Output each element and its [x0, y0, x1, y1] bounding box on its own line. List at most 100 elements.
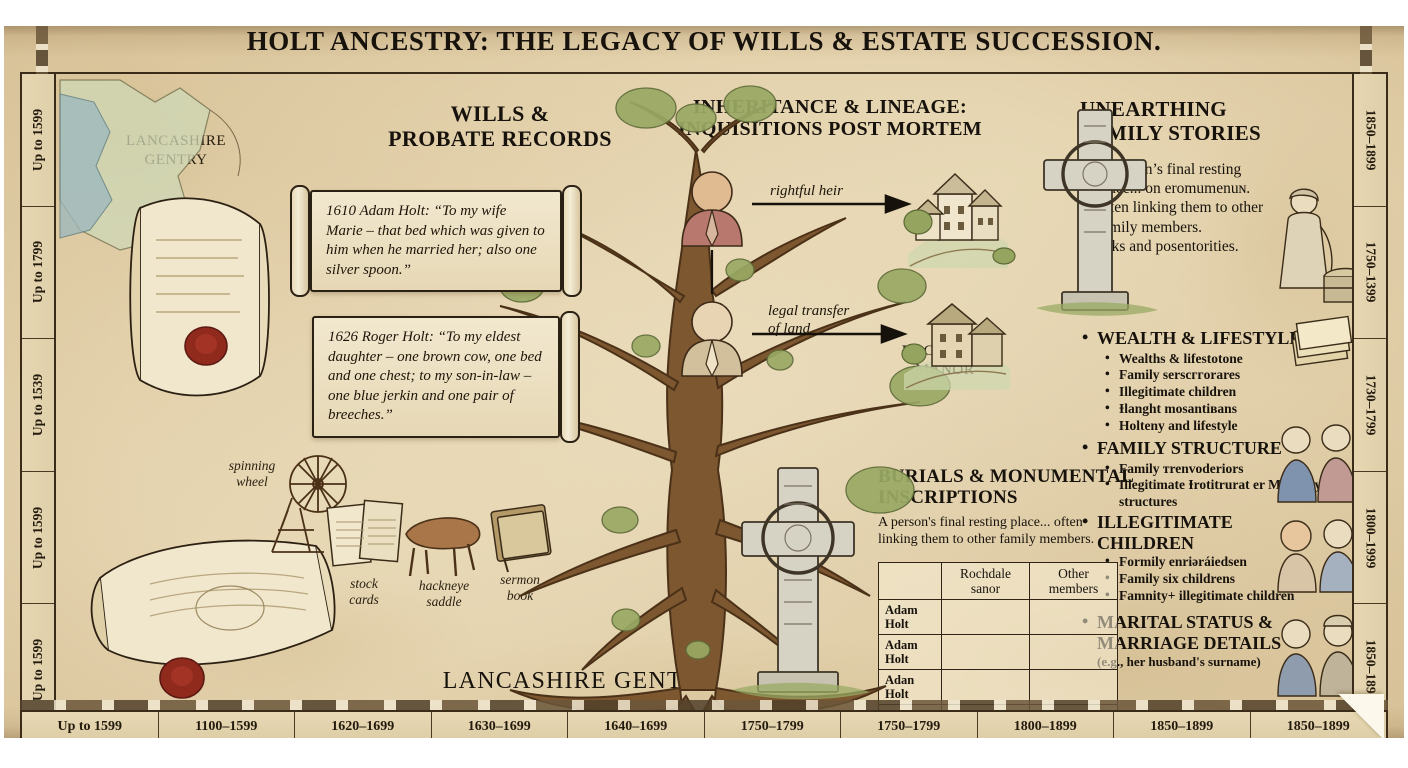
left-date-rail: Up to 1599 Up to 1799 Up to 1539 Up to 1599…: [22, 74, 56, 736]
family-structure-bullet: Illegitimate Ɨrotitrurat er Maritary str…: [1104, 476, 1332, 510]
right-rail-cell: 1750–1399: [1354, 207, 1386, 340]
right-rail-label: 1730–1799: [1363, 374, 1378, 436]
burials-table-header-row: Rochdale sanor Other members: [878, 561, 1118, 601]
left-rail-label: Up to 1799: [30, 241, 46, 304]
hackneye-saddle-label: hackneye saddle: [418, 578, 470, 609]
illegitimate-children-heading: • ILLEGITIMATE CHILDREN: [1082, 511, 1233, 553]
bottom-band-cell: 1850–1899: [1114, 712, 1251, 742]
marital-status-subnote: (e.g., her husband's surname): [1097, 654, 1261, 670]
will-quote-1626-text: 1626 Roger Holt: “To my eldest daughter …: [328, 329, 542, 423]
rolled-will-document-upper: [129, 197, 270, 397]
table-row: Adam Holt: [878, 599, 1118, 636]
table-row: Adam Holt: [878, 634, 1118, 671]
wealth-lifestyle-section: • WEALTH & LIFESTYLE Wealths & lifestoto…: [1082, 327, 1332, 435]
ruler-bottom: [20, 700, 1388, 710]
family-structure-heading: • FAMILY STRUCTURE: [1082, 437, 1282, 458]
table-row: Adan Holt: [878, 669, 1118, 706]
right-rail-cell: 1850–1899: [1354, 74, 1386, 207]
left-rail-label: Up to 1599: [30, 639, 46, 702]
torn-edge-top: [0, 0, 1408, 26]
family-structure-bullet: Family тrenvoderiors: [1104, 460, 1332, 478]
family-structure-bullet-list: Family тrenvoderiorsIllegitimate Ɨrotitr…: [1104, 460, 1332, 511]
left-rail-label: Up to 1599: [30, 506, 46, 569]
wealth-lifestyle-heading: • WEALTH & LIFESTYLE: [1082, 327, 1302, 348]
left-rail-label: Up to 1539: [30, 373, 46, 437]
wills-heading: WILLS & PROBATE RECORDS: [370, 101, 630, 151]
rolled-will-document-lower: [90, 539, 336, 699]
unearthing-heading-line2: FAMILY STORIES: [1080, 120, 1262, 145]
right-rail-label: 1850–1899: [1363, 109, 1378, 171]
burial-other-cell: [1029, 599, 1118, 636]
burials-col-rochdale: Rochdale sanor: [941, 561, 1030, 601]
infographic-canvas: LANCASHIRE GENTRY: [59, 79, 1365, 768]
scroll-roll-right: [562, 185, 582, 297]
bottom-band-cell: 1620–1699: [295, 712, 432, 742]
will-quote-1610: 1610 Adam Holt: “To my wife Marie – that…: [290, 185, 582, 297]
legal-transfer-line1: legal transfer: [768, 303, 850, 319]
bottom-band-cell: Up to 1599: [22, 712, 159, 742]
wealth-bullet: Ɨlanght mosantiʙans: [1104, 400, 1332, 418]
unearthing-heading-line1: UNEARTHING: [1080, 97, 1227, 121]
sermon-book-illustration: [490, 504, 552, 573]
burial-rochdale-cell: [941, 669, 1030, 706]
wills-heading-line1: WILLS &: [450, 101, 550, 126]
inheritance-diagram: [681, 171, 1016, 390]
marital-status-heading: • MARITAL STATUS & MARRIAGE DETAILS: [1082, 611, 1282, 653]
left-rail-cell: Up to 1539: [22, 339, 54, 472]
illegitimate-children-section: • ILLEGITIMATE CHILDREN Formily enriərái…: [1082, 511, 1342, 605]
burial-other-cell: [1029, 634, 1118, 671]
children-portrait-illustration: [1277, 519, 1359, 593]
bottom-band-cell: 1850–1899: [1286, 719, 1350, 734]
celtic-cross-bottom-illustration: [732, 467, 870, 700]
bottom-band-cell: 1640–1699: [568, 712, 705, 742]
rightful-heir-label: rightful heir: [770, 183, 843, 199]
burials-heading: BURIALS & MONUMENTAL INSCRIPTIONS: [878, 466, 1134, 509]
stock-cards-illustration: [326, 499, 404, 567]
scroll-roll-right: [560, 311, 580, 443]
page-fold-corner: [1338, 694, 1384, 740]
right-rail-cell: 1800–1999: [1354, 472, 1386, 605]
wills-heading-line2: PROBATE RECORDS: [388, 125, 612, 151]
wealth-bullet: Illegitimate children: [1104, 383, 1332, 401]
couple-portrait-illustration: [1277, 424, 1357, 503]
manor-house-bottom-illustration: [901, 303, 1010, 390]
hackneye-saddle-illustration: [405, 517, 481, 577]
will-quote-1610-text: 1610 Adam Holt: “To my wife Marie – that…: [326, 203, 545, 278]
celtic-cross-top-illustration: [1036, 109, 1158, 316]
wealth-bullet: Wealths & lifestotone: [1104, 350, 1332, 368]
illegitimate-children-bullet: Formily enriəráiedѕen: [1104, 553, 1342, 571]
heir-portrait-icon: [681, 171, 743, 248]
wealth-bullet: Holteny and lifestyle: [1104, 417, 1332, 435]
page-title: HOLT ANCESTRY: THE LEGACY OF WILLS & EST…: [0, 26, 1408, 68]
burial-name-cell: Adam Holt: [878, 599, 942, 636]
bottom-band-cell: 1800–1899: [978, 712, 1114, 742]
right-rail-label: 1750–1399: [1363, 242, 1378, 303]
manor-house-top-illustration: [903, 172, 1016, 268]
right-rail-cell: 1730–1799: [1354, 339, 1386, 472]
scroll-roll-left: [290, 185, 310, 297]
burial-rochdale-cell: [941, 599, 1030, 636]
bottom-band-cell: 1750–1799: [705, 712, 841, 742]
left-rail-cell: Up to 1799: [22, 207, 54, 340]
burials-col-other: Other members: [1029, 561, 1118, 601]
wealth-bullet: Family serscггorares: [1104, 366, 1332, 384]
right-rail-label: 1800–1999: [1363, 507, 1378, 568]
left-rail-label: Up to 1599: [30, 108, 46, 171]
married-couple-illustration: [1277, 614, 1359, 697]
right-rail-label: 1850–1899: [1363, 639, 1378, 701]
woman-with-chest-illustration: [1279, 188, 1365, 303]
will-quote-1626: 1626 Roger Holt: “To my eldest daughter …: [312, 311, 580, 443]
inheritance-heading-line2: INQUISITIONS POST MORTEM: [678, 118, 982, 141]
family-structure-section: • FAMILY STRUCTURE Family тrenvoderiorsI…: [1082, 437, 1332, 511]
right-date-rail: 1850–1899 1750–1399 1730–1799 1800–1999 1850…: [1352, 74, 1386, 736]
burials-col-name: [878, 561, 942, 601]
bottom-band-cell: 1630–1699: [432, 712, 568, 742]
bottom-band-cell: 1100–1599: [159, 712, 295, 742]
marital-status-section: • MARITAL STATUS & MARRIAGE DETAILS (e.g…: [1082, 611, 1332, 670]
burial-rochdale-cell: [941, 634, 1030, 671]
wealth-lifestyle-bullet-list: Wealths & lifestotoneFamily serscггorare…: [1104, 350, 1332, 435]
burials-intro: A person's final resting place... often …: [878, 515, 1095, 548]
torn-edge-bottom: [0, 738, 1408, 768]
stock-cards-label: stock cards: [349, 576, 379, 607]
